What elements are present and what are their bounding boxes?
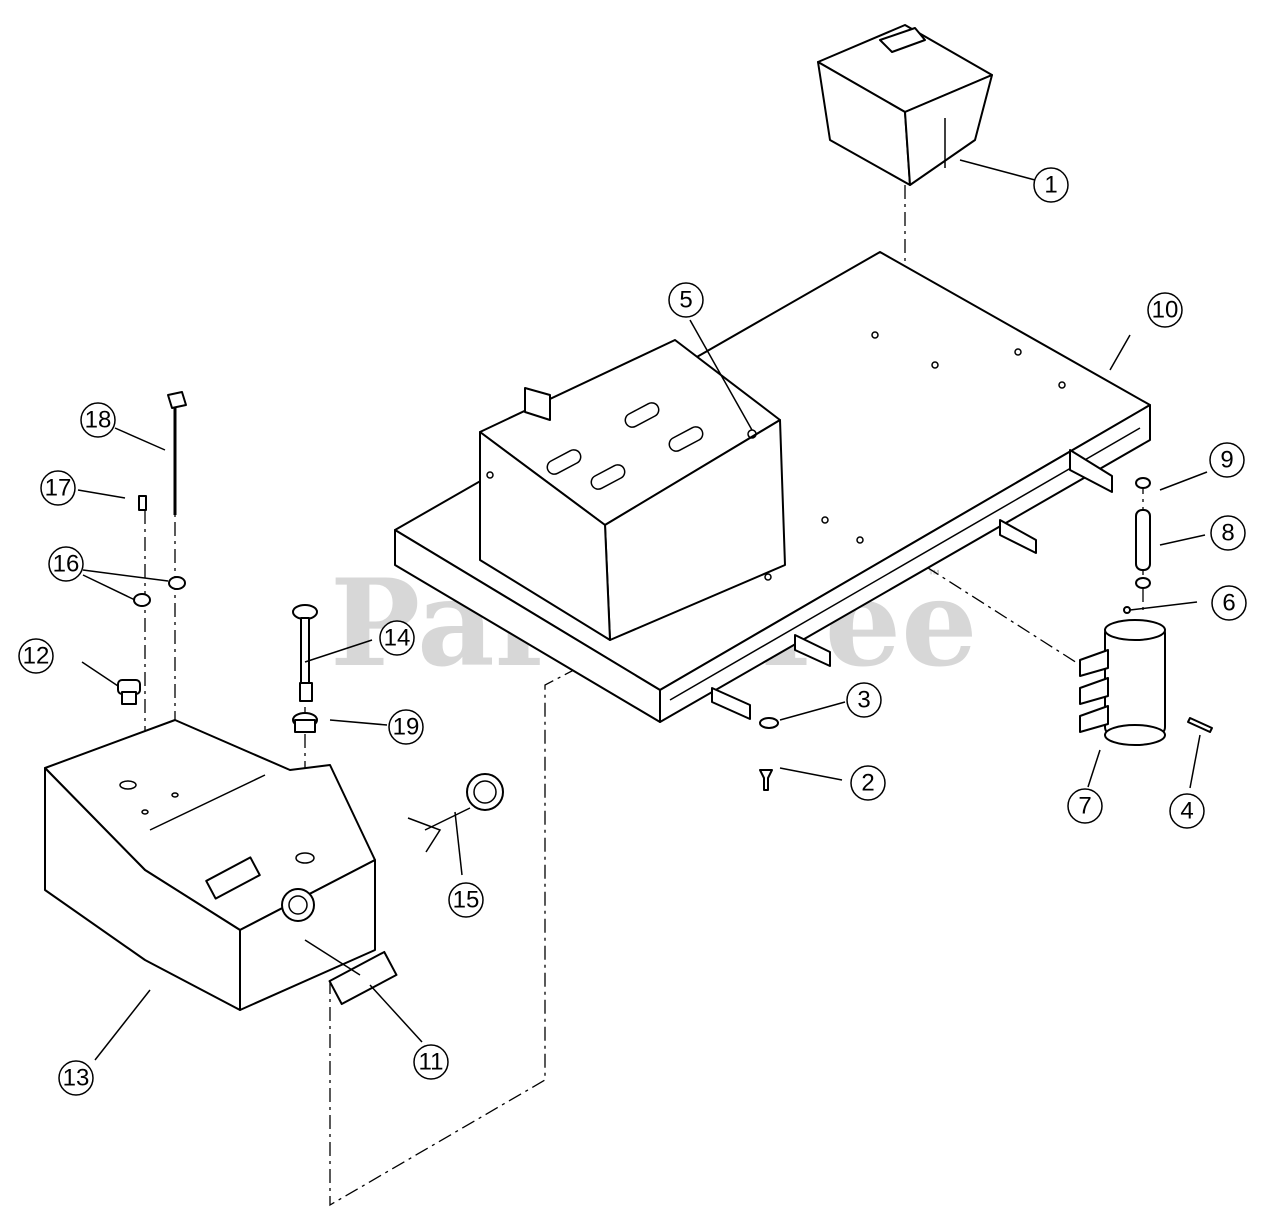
callout-8-label: 8 bbox=[1221, 520, 1234, 547]
callout-15-label: 15 bbox=[453, 887, 480, 914]
callout-2: 2 bbox=[850, 765, 886, 801]
callout-19-label: 19 bbox=[393, 714, 420, 741]
decal bbox=[328, 950, 398, 1006]
callout-16-label: 16 bbox=[53, 551, 80, 578]
callout-14-label: 14 bbox=[384, 625, 411, 652]
callout-10: 10 bbox=[1147, 292, 1183, 328]
callout-16: 16 bbox=[48, 546, 84, 582]
callout-7: 7 bbox=[1067, 788, 1103, 824]
fuel-sender bbox=[292, 604, 318, 702]
callout-5-label: 5 bbox=[679, 287, 692, 314]
callout-6: 6 bbox=[1211, 585, 1247, 621]
battery-box bbox=[817, 24, 993, 186]
callout-4-label: 4 bbox=[1180, 798, 1193, 825]
callout-7-label: 7 bbox=[1078, 793, 1091, 820]
callout-9-label: 9 bbox=[1220, 447, 1233, 474]
callout-1: 1 bbox=[1033, 167, 1069, 203]
callout-11-label: 11 bbox=[419, 1049, 444, 1076]
callout-12-label: 12 bbox=[23, 643, 50, 670]
grommet bbox=[292, 712, 318, 733]
callout-3-label: 3 bbox=[857, 687, 870, 714]
callout-9: 9 bbox=[1209, 442, 1245, 478]
callout-6-label: 6 bbox=[1222, 590, 1235, 617]
callout-11: 11 bbox=[413, 1044, 449, 1080]
callout-13: 13 bbox=[58, 1060, 94, 1096]
callout-13-label: 13 bbox=[63, 1065, 90, 1092]
vent-fitting bbox=[117, 679, 141, 705]
small-hardware bbox=[759, 717, 1213, 791]
callout-14: 14 bbox=[379, 620, 415, 656]
callout-15: 15 bbox=[448, 882, 484, 918]
callout-5: 5 bbox=[668, 282, 704, 318]
leader-lines bbox=[77, 159, 1208, 1061]
callout-4: 4 bbox=[1169, 793, 1205, 829]
callout-12: 12 bbox=[18, 638, 54, 674]
solenoid bbox=[1079, 619, 1166, 746]
callout-1-label: 1 bbox=[1044, 172, 1057, 199]
callout-18: 18 bbox=[80, 402, 116, 438]
fuel-tank bbox=[44, 719, 376, 1011]
callout-17-label: 17 bbox=[45, 475, 72, 502]
spacer-hardware bbox=[1123, 477, 1151, 614]
callout-19: 19 bbox=[388, 709, 424, 745]
callout-8: 8 bbox=[1210, 515, 1246, 551]
deck-plate bbox=[394, 251, 1151, 723]
callout-17: 17 bbox=[40, 470, 76, 506]
callout-2-label: 2 bbox=[861, 770, 874, 797]
callout-18-label: 18 bbox=[85, 407, 112, 434]
fuel-cap bbox=[407, 773, 504, 853]
callout-10-label: 10 bbox=[1152, 297, 1179, 324]
callout-3: 3 bbox=[846, 682, 882, 718]
vent-line bbox=[133, 391, 187, 607]
